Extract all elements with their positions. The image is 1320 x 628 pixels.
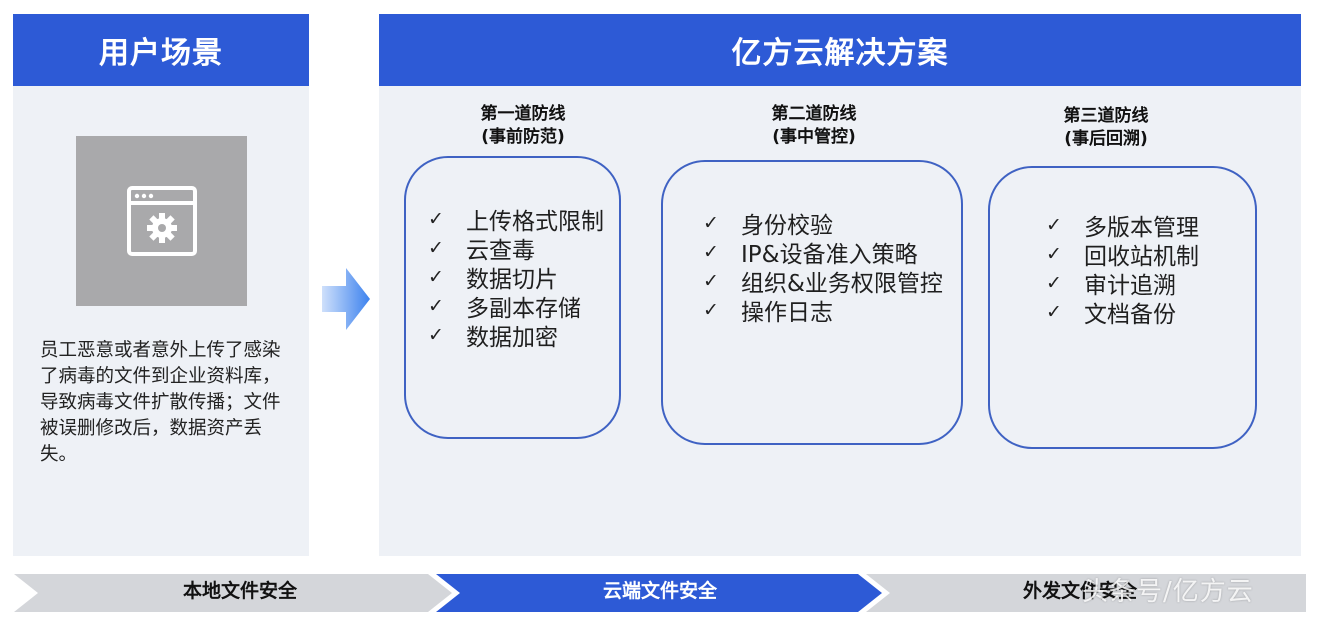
solution-panel [379,14,1301,556]
defense-line-3-name: 第三道防线 [1063,106,1149,126]
check-icon: ✓ [703,211,719,234]
defense-line-1-title: 第一道防线 (事前防范) [423,103,623,149]
stage-external-label: 外发文件安全 [1022,580,1137,602]
check-icon: ✓ [703,240,719,263]
defense-line-1-box: ✓上传格式限制 ✓云查毒 ✓数据切片 ✓多副本存储 ✓数据加密 [404,156,621,439]
user-scenario-header: 用户场景 [13,14,309,86]
stage-local-label: 本地文件安全 [182,580,297,602]
check-icon: ✓ [428,265,444,288]
flow-arrow-icon [322,268,370,330]
defense-line-2-phase: (事中管控) [772,127,856,147]
list-item: ✓文档备份 [1046,300,1176,328]
list-item: ✓身份校验 [703,211,833,239]
defense-line-2-name: 第二道防线 [771,104,857,124]
defense-line-2-box: ✓身份校验 ✓IP&设备准入策略 ✓组织&业务权限管控 ✓操作日志 [661,160,963,445]
check-icon: ✓ [428,323,444,346]
defense-line-1-phase: (事前防范) [481,127,565,147]
defense-line-3-phase: (事后回溯) [1064,129,1148,149]
list-item: ✓多副本存储 [428,294,581,322]
check-icon: ✓ [428,294,444,317]
check-icon: ✓ [1046,300,1062,323]
scenario-description: 员工恶意或者意外上传了感染了病毒的文件到企业资料库，导致病毒文件扩散传播；文件被… [40,340,281,465]
list-item: ✓数据切片 [428,265,558,293]
list-item: ✓云查毒 [428,236,535,264]
list-item: ✓数据加密 [428,323,558,351]
list-item: ✓多版本管理 [1046,213,1199,241]
watermark: 头条号/亿方云 [1082,577,1254,607]
settings-window-icon [126,186,197,256]
stage-external-shape [866,574,1306,612]
defense-line-3-box: ✓多版本管理 ✓回收站机制 ✓审计追溯 ✓文档备份 [988,166,1257,449]
solution-header: 亿方云解决方案 [379,14,1301,86]
check-icon: ✓ [703,298,719,321]
list-item: ✓操作日志 [703,298,833,326]
stage-cloud-label: 云端文件安全 [602,580,717,602]
security-stage-bar [14,574,1306,612]
check-icon: ✓ [703,269,719,292]
list-item: ✓组织&业务权限管控 [703,269,943,297]
list-item: ✓回收站机制 [1046,242,1199,270]
check-icon: ✓ [428,207,444,230]
check-icon: ✓ [1046,271,1062,294]
check-icon: ✓ [1046,242,1062,265]
defense-line-1-name: 第一道防线 [480,104,566,124]
check-icon: ✓ [428,236,444,259]
defense-line-2-title: 第二道防线 (事中管控) [714,103,914,149]
list-item: ✓上传格式限制 [428,207,604,235]
stage-cloud-shape [436,574,882,612]
list-item: ✓审计追溯 [1046,271,1176,299]
scenario-image [76,136,247,306]
stage-local-shape [14,574,452,612]
check-icon: ✓ [1046,213,1062,236]
defense-line-3-title: 第三道防线 (事后回溯) [1006,105,1206,151]
list-item: ✓IP&设备准入策略 [703,240,918,268]
